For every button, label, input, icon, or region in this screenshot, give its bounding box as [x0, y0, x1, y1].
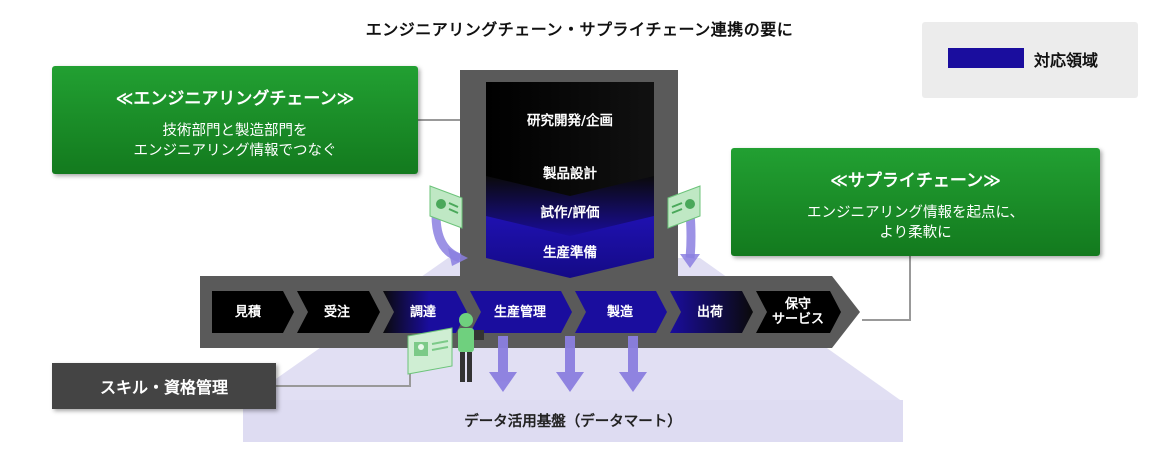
legend-swatch	[948, 48, 1024, 68]
eng-step-design: 製品設計	[543, 166, 597, 182]
supply-chain-box: ≪サプライチェーン≫ エンジニアリング情報を起点に、 より柔軟に	[731, 148, 1100, 256]
step-order-shape	[297, 291, 380, 333]
eng-step-prototype: 試作/評価	[540, 205, 600, 221]
eng-step-research: 研究開発/企画	[527, 113, 613, 129]
step-estimate-shape	[212, 291, 294, 333]
supply-step-estimate: 見積	[234, 304, 261, 320]
skill-management-box: スキル・資格管理	[52, 363, 276, 409]
worker-icon	[458, 313, 484, 382]
data-screen-left-icon	[429, 185, 463, 229]
legend-label: 対応領域	[1034, 51, 1099, 70]
eng-step-production-prep: 生産準備	[543, 245, 597, 261]
diagram-title: エンジニアリングチェーン・サプライチェーン連携の要に	[365, 20, 794, 39]
data-screen-right-icon	[667, 185, 701, 229]
skill-screen-icon	[407, 327, 453, 375]
chevron-production-prep	[486, 216, 654, 278]
step-ship-shape	[670, 291, 753, 333]
supply-step-ship: 出荷	[696, 304, 723, 320]
step-maintenance-shape	[756, 291, 841, 333]
data-platform-label: データ活用基盤（データマート）	[464, 414, 682, 430]
skill-connector	[276, 372, 411, 387]
supply-step-maintenance-line1: 保守	[784, 297, 811, 312]
legend: 対応領域	[922, 22, 1138, 98]
chevron-design	[486, 138, 654, 198]
step-prodmgmt-shape	[470, 291, 572, 333]
step-procure-shape	[383, 291, 467, 333]
supply-step-procure: 調達	[409, 304, 436, 320]
supply-step-maintenance: 保守 サービス	[764, 291, 832, 333]
engineering-chain-title: ≪エンジニアリングチェーン≫	[115, 89, 355, 109]
engineering-chain-line2: エンジニアリング情報でつなぐ	[133, 143, 337, 159]
supply-chain-title: ≪サプライチェーン≫	[830, 171, 1001, 191]
supply-chain-line2: より柔軟に	[879, 225, 952, 241]
supply-step-manufacture: 製造	[606, 304, 633, 320]
supply-step-maintenance-line2: サービス	[771, 312, 824, 327]
supply-connector	[862, 256, 911, 321]
chevron-research	[486, 82, 654, 160]
engineering-chain-box: ≪エンジニアリングチェーン≫ 技術部門と製造部門を エンジニアリング情報でつなぐ	[52, 66, 418, 174]
engineering-chain-line1: 技術部門と製造部門を	[162, 123, 308, 139]
supply-step-production-mgmt: 生産管理	[493, 304, 546, 320]
supply-chain-line1: エンジニアリング情報を起点に、	[806, 205, 1025, 221]
down-arrows	[489, 336, 647, 392]
data-platform-bar	[243, 400, 903, 442]
chevron-prototype	[486, 176, 654, 238]
step-manufacture-shape	[575, 291, 667, 333]
supply-step-order: 受注	[323, 304, 350, 320]
